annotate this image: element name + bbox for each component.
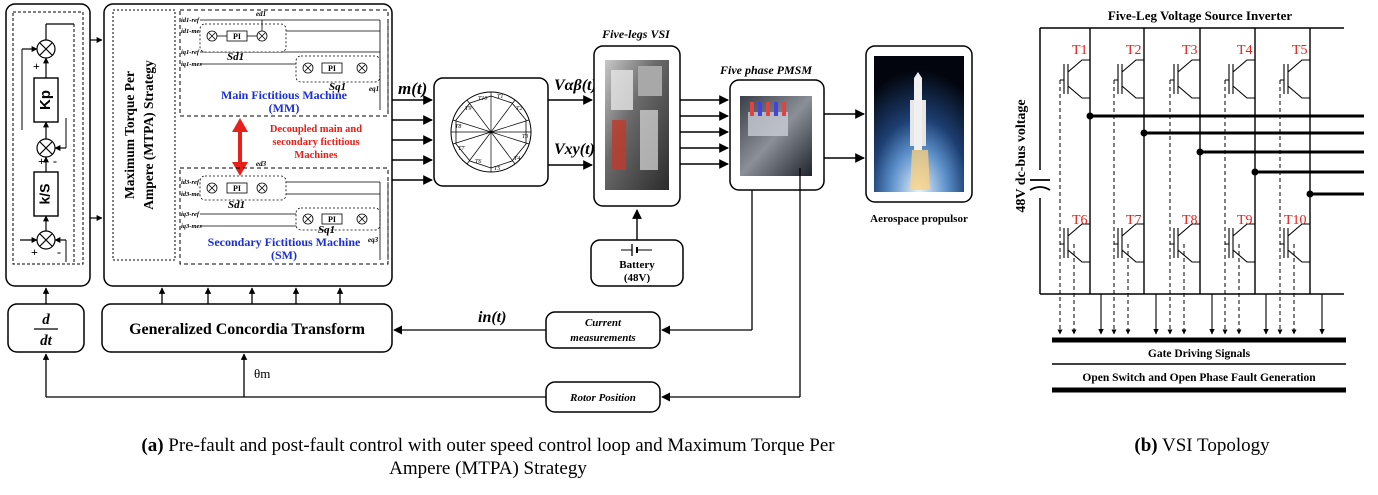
speed-controller-block: Kp k/S + + - + -: [5, 3, 91, 287]
ed3-label: ed3: [256, 160, 267, 168]
sv-label: T5: [494, 166, 500, 172]
space-vector-modulator: T1 T2 T3 T4 T5 T6 T7 T8 T9 T10: [433, 77, 549, 187]
vsi-photo-block: [593, 45, 681, 207]
switch-label: T4: [1237, 43, 1253, 58]
caption-b: (b) VSI Topology: [1134, 435, 1270, 456]
caption-a-line2: Ampere (MTPA) Strategy: [389, 458, 587, 479]
kp-label: Kp: [37, 90, 54, 110]
vsi-topology: Five-Leg Voltage Source Inverter 48V dc-…: [1014, 8, 1364, 393]
main-machine-label: Main Fictitious Machine: [221, 88, 348, 102]
fault-generation-label: Open Switch and Open Phase Fault Generat…: [1082, 372, 1316, 384]
pi-label: PI: [328, 215, 336, 224]
theta-m-label: θm: [254, 366, 270, 381]
concordia-transform-block: Generalized Concordia Transform: [101, 303, 393, 353]
rotor-position-block: Rotor Position: [545, 381, 661, 413]
dc-bus-label: 48V dc-bus voltage: [1014, 99, 1029, 212]
sd1-label: Sd1: [228, 199, 245, 211]
current-label: iq3-mes: [181, 223, 202, 230]
battery-voltage: (48V): [624, 272, 651, 284]
v-alpha-beta-label: Vαβ(t): [554, 77, 597, 94]
rotor-position-label: Rotor Position: [569, 392, 636, 404]
pmsm-photo-block: [729, 79, 825, 191]
switch-label: T10: [1284, 213, 1307, 228]
vsi-topology-title: Five-Leg Voltage Source Inverter: [1108, 8, 1292, 23]
sd1-label: Sd1: [227, 51, 244, 63]
pmsm-title: Five phase PMSM: [719, 63, 812, 77]
minus-sign: -: [53, 154, 57, 168]
mtpa-strategy-label-2: Ampere (MTPA) Strategy: [141, 60, 156, 210]
plus-sign: +: [38, 154, 45, 168]
ki-s-label: k/S: [37, 183, 53, 204]
plus-sign: +: [33, 59, 40, 73]
switch-label: T2: [1126, 43, 1142, 58]
switch-label: T9: [1237, 213, 1253, 228]
pi-label: PI: [328, 64, 336, 73]
current-measurements-label: Current: [585, 317, 622, 329]
minus-sign: -: [57, 245, 61, 259]
derivative-denominator: dt: [40, 333, 53, 349]
secondary-machine-label: Secondary Fictitious Machine: [208, 235, 361, 249]
current-label: id1-mes: [181, 28, 202, 35]
battery-label: Battery: [619, 259, 655, 271]
current-label: iq1-ref: [181, 49, 200, 56]
current-label: iq1-mes: [181, 61, 202, 68]
current-label: iq3-ref: [181, 211, 200, 218]
derivative-numerator: d: [42, 312, 50, 328]
switch-label: T6: [1072, 213, 1088, 228]
secondary-machine-label-2: (SM): [271, 248, 297, 262]
decoupled-label-3: Machines: [294, 150, 337, 161]
current-label: id3-mes: [181, 191, 202, 198]
current-label: id1-ref: [181, 17, 200, 24]
current-measurements-block: Current measurements: [545, 311, 661, 349]
switch-label: T7: [1126, 213, 1142, 228]
eq1-label: eq1: [369, 85, 379, 93]
caption-a: (a) Pre-fault and post-fault control wit…: [141, 435, 835, 456]
sv-label: T10: [478, 96, 487, 102]
sum-junction: [36, 230, 56, 250]
sv-label: T6: [475, 159, 481, 165]
gate-driving-label: Gate Driving Signals: [1148, 348, 1251, 360]
sv-label: T2: [516, 106, 522, 112]
sv-label: T9: [465, 106, 471, 112]
sv-label: T1: [497, 94, 503, 100]
current-label: id3-ref: [181, 179, 200, 186]
sv-label: T3: [522, 134, 528, 140]
decoupled-label-2: secondary fictitious: [272, 137, 359, 148]
sq1-label: Sq1: [318, 224, 335, 236]
mtpa-control-block: Maximum Torque Per Ampere (MTPA) Strateg…: [103, 3, 393, 287]
pi-label: PI: [233, 32, 241, 41]
sq1-label: Sq1: [329, 81, 346, 93]
switch-label: T3: [1182, 43, 1198, 58]
switch-label: T1: [1072, 43, 1088, 58]
concordia-label: Generalized Concordia Transform: [129, 321, 365, 338]
v-xy-label: Vxy(t): [554, 141, 595, 158]
vsi-title: Five-legs VSI: [601, 27, 671, 41]
pi-label: PI: [233, 184, 241, 193]
in-t-label: in(t): [478, 309, 506, 326]
m-t-label: m(t): [398, 79, 427, 98]
eq3-label: eq3: [368, 236, 379, 244]
switch-label: T5: [1292, 43, 1308, 58]
battery-block: Battery (48V): [590, 239, 684, 287]
ed1-label: ed1: [256, 10, 266, 18]
aerospace-propulsor-block: [865, 45, 973, 203]
decoupled-label: Decoupled main and: [270, 124, 362, 135]
sv-label: T4: [514, 155, 520, 162]
sv-label: T7: [458, 146, 465, 152]
main-machine-label-2: (MM): [269, 101, 300, 115]
aerospace-propulsor-label: Aerospace propulsor: [870, 213, 968, 225]
derivative-block: d dt: [7, 303, 85, 353]
sum-junction: [36, 39, 56, 59]
switch-label: T8: [1182, 213, 1198, 228]
current-measurements-label-2: measurements: [570, 332, 635, 344]
plus-sign: +: [31, 245, 38, 259]
mtpa-strategy-label: Maximum Torque Per: [122, 71, 137, 199]
sv-label: T8: [455, 124, 461, 130]
